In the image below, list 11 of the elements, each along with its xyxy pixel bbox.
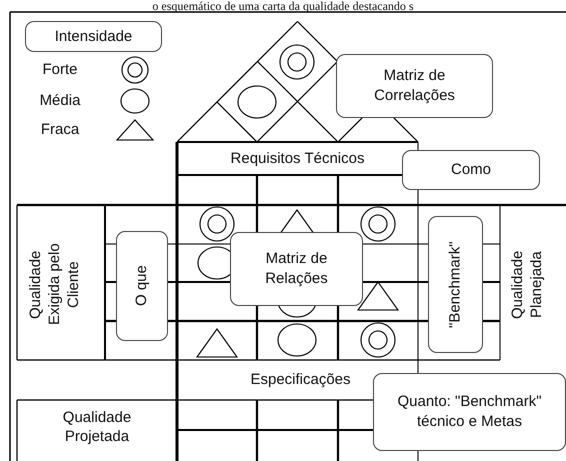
callout-box: Intensidade bbox=[25, 21, 162, 52]
callout-box: O que bbox=[116, 231, 168, 341]
callout-box: "Benchmark" bbox=[428, 216, 483, 353]
callout-box: Quanto: "Benchmark" técnico e Metas bbox=[373, 373, 566, 451]
callout-box: Como bbox=[402, 150, 540, 190]
caption: o esquemático de uma carta da qualidade destacando s bbox=[151, 0, 415, 12]
callout-box: Matriz de Correlações bbox=[336, 54, 493, 118]
callout-box: Matriz de Relações bbox=[230, 232, 363, 306]
legend-label: Fraca bbox=[40, 120, 80, 139]
legend-label: Média bbox=[38, 91, 82, 110]
legend-label: Forte bbox=[41, 60, 78, 79]
